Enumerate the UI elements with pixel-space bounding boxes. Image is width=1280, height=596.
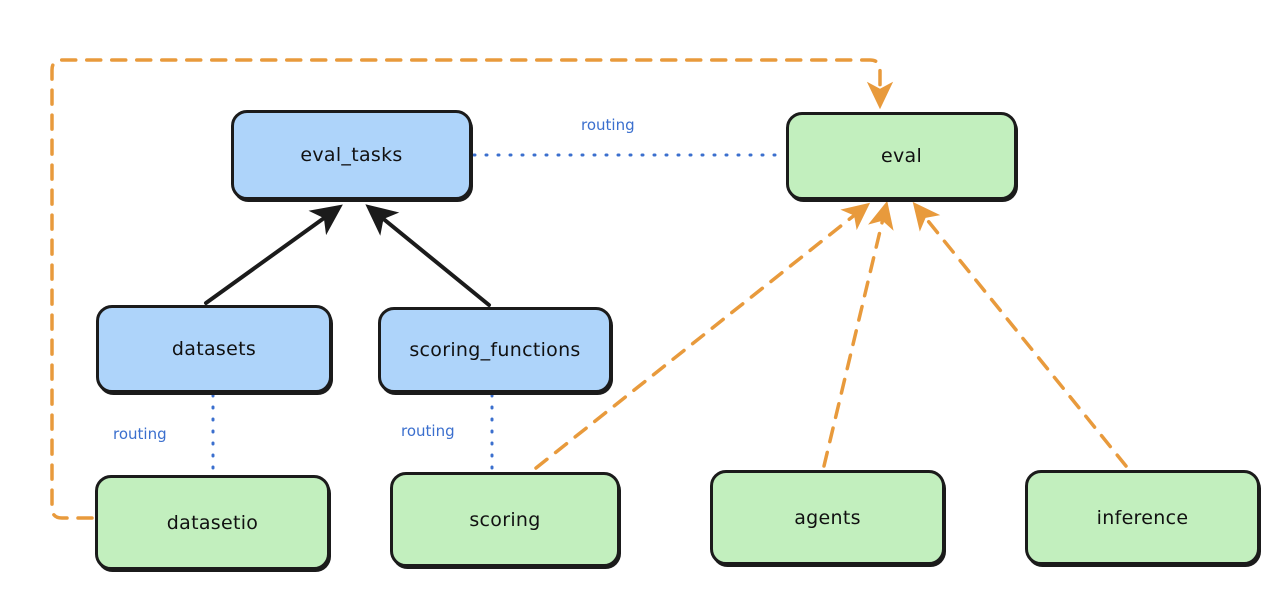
node-inference[interactable]: inference: [1025, 470, 1260, 565]
node-scoring-functions[interactable]: scoring_functions: [378, 307, 612, 393]
edge-label-routing-scoring: routing: [398, 422, 458, 440]
node-datasets[interactable]: datasets: [96, 305, 332, 393]
edge-scoring_functions-to-eval_tasks: [365, 204, 491, 307]
node-label: scoring: [469, 508, 541, 531]
routing-links: [211, 153, 786, 475]
node-label: agents: [794, 506, 861, 529]
edge-agents-to-eval: [822, 200, 894, 468]
edge-inference-to-eval: [912, 201, 1128, 468]
node-label: datasetio: [166, 511, 259, 534]
node-eval[interactable]: eval: [786, 112, 1017, 200]
node-eval-tasks[interactable]: eval_tasks: [231, 110, 472, 200]
node-label: scoring_functions: [409, 339, 581, 361]
node-label: eval: [880, 145, 923, 167]
edge-datasets-to-eval_tasks: [204, 204, 343, 305]
node-scoring[interactable]: scoring: [390, 472, 620, 567]
edge-datasetio-to-eval: [50, 58, 894, 520]
node-agents[interactable]: agents: [710, 470, 945, 565]
dependency-links-dashed: [50, 58, 1128, 520]
edge-label-routing-eval: routing: [578, 116, 638, 134]
node-label: eval_tasks: [300, 144, 403, 166]
node-datasetio[interactable]: datasetio: [95, 475, 330, 570]
edge-scoring-to-eval: [534, 202, 871, 470]
node-label: inference: [1096, 506, 1189, 529]
node-label: datasets: [171, 338, 257, 360]
edge-label-routing-datasetio: routing: [110, 425, 170, 443]
dependency-links-solid: [204, 204, 491, 307]
